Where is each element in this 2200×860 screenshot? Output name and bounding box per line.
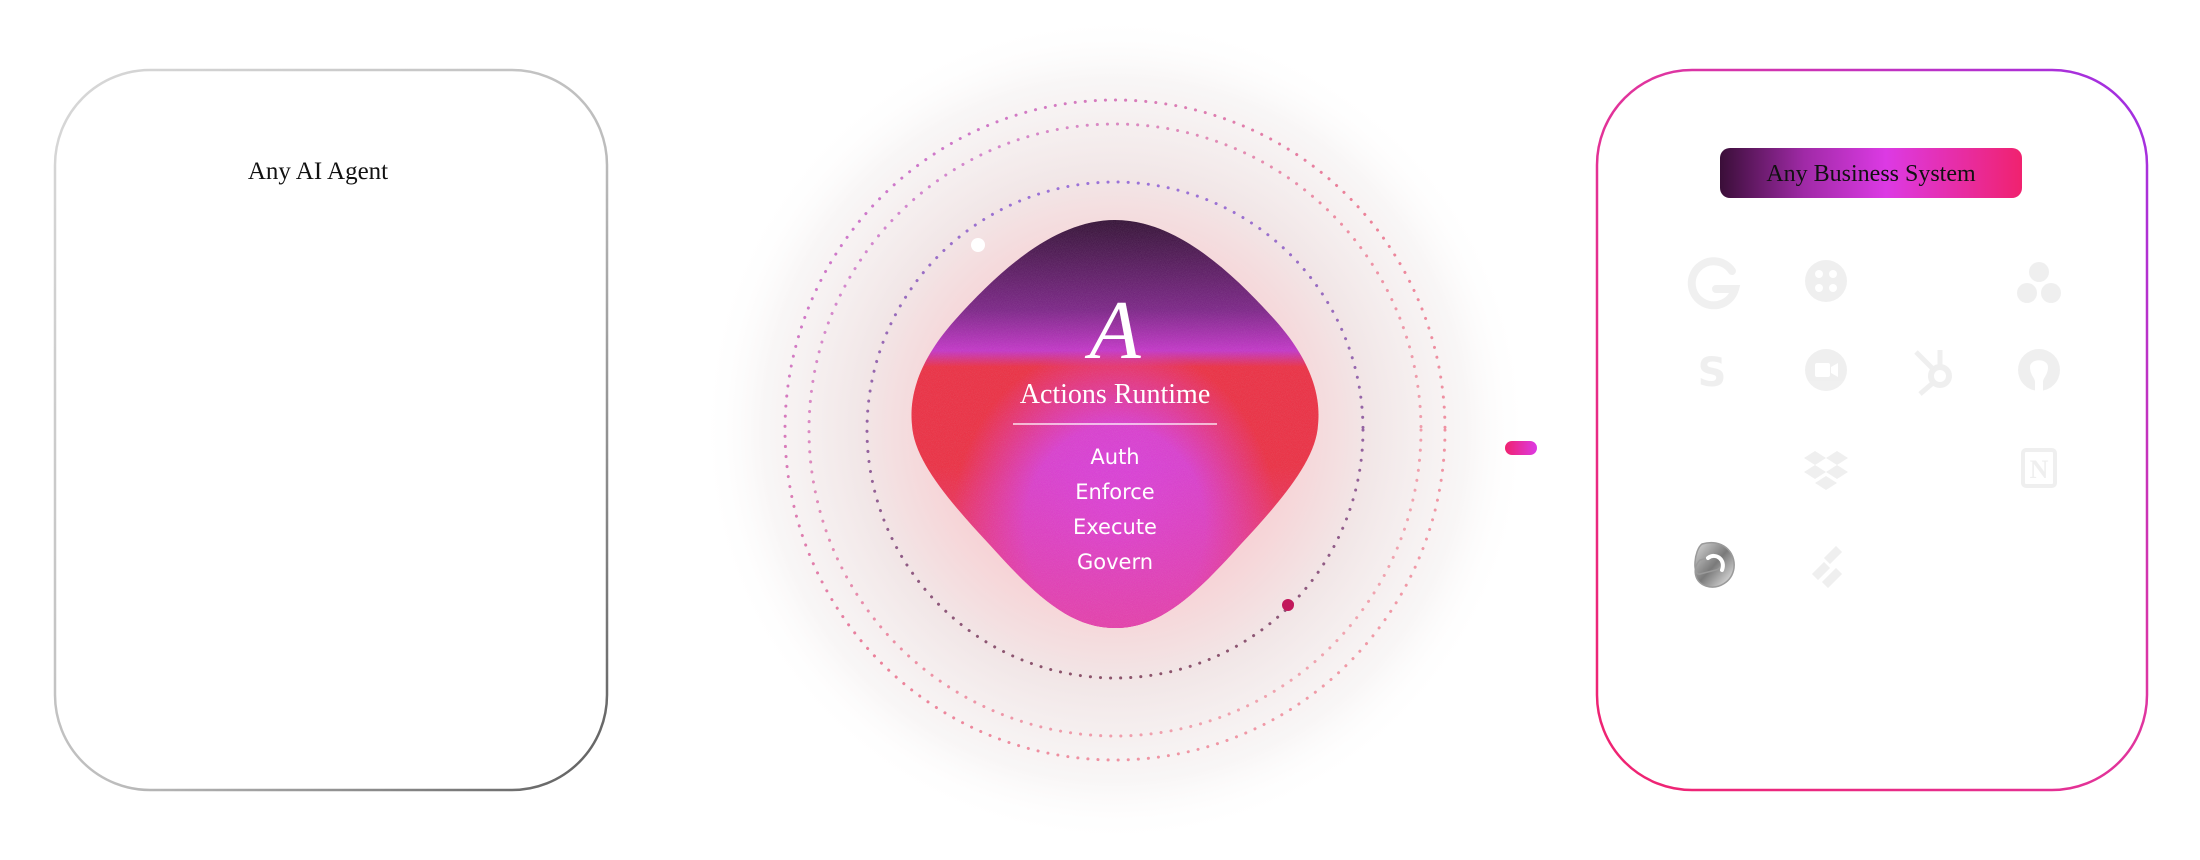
svg-text:S: S xyxy=(1698,350,1727,396)
google-icon xyxy=(1687,257,1741,310)
orbit-ring-outer xyxy=(783,98,1447,762)
knot-logo-icon xyxy=(1694,541,1735,588)
runtime-logo-glyph: A xyxy=(1084,284,1141,377)
clickup-icon xyxy=(1812,546,1842,588)
connector-pill xyxy=(1505,441,1537,455)
capability-enforce: Enforce xyxy=(1075,480,1154,504)
video-call-icon xyxy=(1805,349,1847,391)
orbit-dot-red xyxy=(1282,599,1294,611)
hubspot-icon xyxy=(1914,350,1952,396)
ai-agent-title: Any AI Agent xyxy=(248,158,388,185)
orbit-ring-middle xyxy=(807,122,1423,738)
stripe-icon: S xyxy=(1698,350,1727,396)
business-system-title-pill xyxy=(1720,148,2022,198)
twilio-icon xyxy=(1805,260,1847,302)
capability-auth: Auth xyxy=(1090,445,1139,469)
ai-agent-panel xyxy=(53,68,609,792)
business-system-panel xyxy=(1595,68,2149,792)
github-icon xyxy=(2018,349,2060,391)
svg-text:N: N xyxy=(2030,455,2049,484)
orbit-ring-inner xyxy=(865,180,1365,680)
capability-govern: Govern xyxy=(1077,550,1153,574)
business-system-title: Any Business System xyxy=(1766,161,1976,187)
notion-icon: N xyxy=(2021,448,2057,488)
integration-icon-grid: S N xyxy=(1687,257,2061,588)
dropbox-icon xyxy=(1804,451,1848,490)
runtime-title: Actions Runtime xyxy=(1020,379,1211,410)
capability-execute: Execute xyxy=(1073,515,1157,539)
asana-icon xyxy=(2017,262,2061,303)
orbit-dot-white xyxy=(971,238,985,252)
